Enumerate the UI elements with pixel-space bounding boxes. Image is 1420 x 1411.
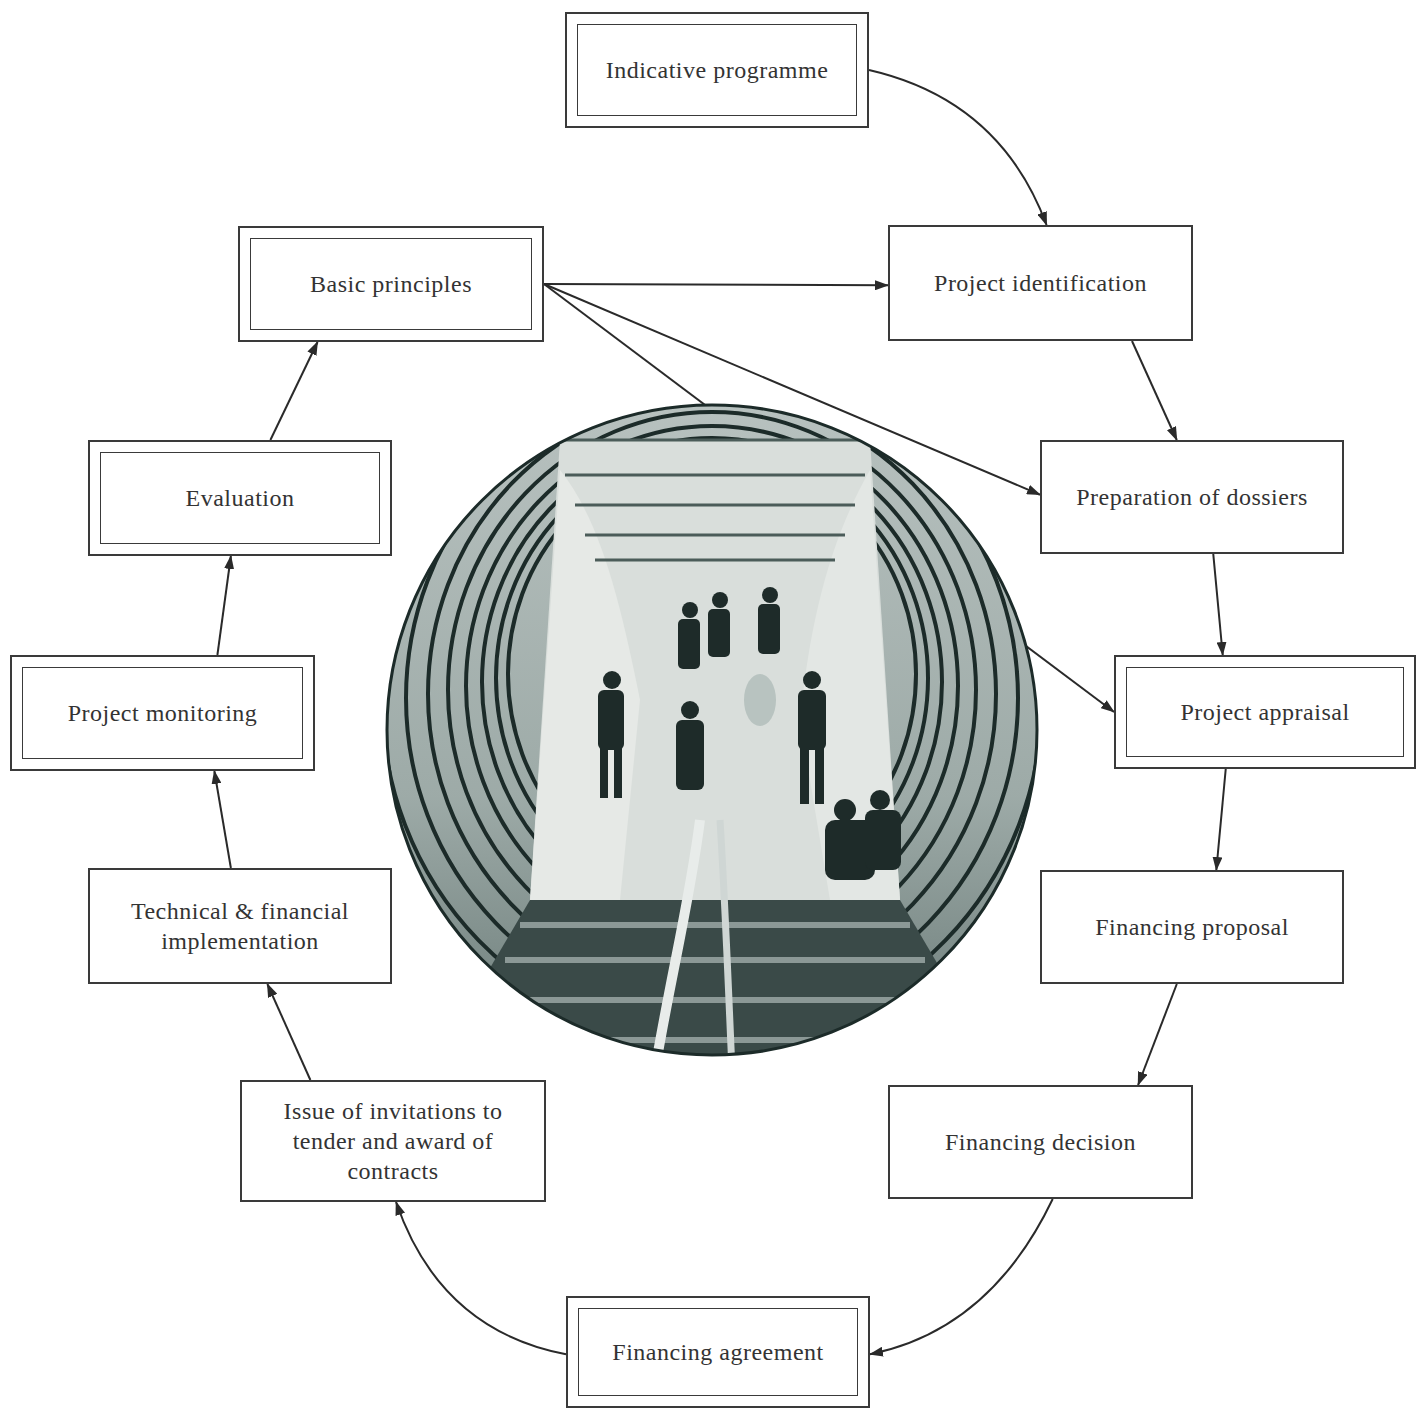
text-block: Project appraisal	[1180, 697, 1349, 727]
double-frame-box: Indicative programme	[565, 12, 869, 128]
text-block: Financing agreement	[612, 1337, 823, 1367]
text-block: Evaluation	[186, 483, 295, 513]
text-block: Basic principles	[310, 269, 472, 299]
double-frame-box: Project monitoring	[10, 655, 315, 771]
text-block: Project identification	[934, 268, 1147, 298]
flow-arrow	[1216, 769, 1225, 870]
box-label: Project appraisal	[1180, 697, 1349, 727]
double-frame-box: Project appraisal	[1114, 655, 1416, 769]
box-label: Basic principles	[310, 269, 472, 299]
box-label: Preparation of dossiers	[1076, 482, 1307, 512]
flow-arrow	[1132, 341, 1177, 440]
text-block: Technical & financial implementation	[110, 896, 370, 956]
flow-arrow	[214, 771, 231, 868]
box-label: Financing agreement	[612, 1337, 823, 1367]
text-block: Indicative programme	[606, 55, 829, 85]
process-box: Project identification	[888, 225, 1193, 341]
flow-arrow	[267, 984, 310, 1080]
double-frame-box: Financing agreement	[566, 1296, 870, 1408]
flow-arrow	[217, 556, 230, 655]
process-box: Financing decision	[888, 1085, 1193, 1199]
process-box: Preparation of dossiers	[1040, 440, 1344, 554]
text-block: Financing proposal	[1095, 912, 1289, 942]
double-frame-box: Evaluation	[88, 440, 392, 556]
process-box: Technical & financial implementation	[88, 868, 392, 984]
process-box: Issue of invitations to tender and award…	[240, 1080, 546, 1202]
box-label: Indicative programme	[606, 55, 829, 85]
box-label: Project monitoring	[68, 698, 258, 728]
flow-arrow	[870, 1199, 1053, 1354]
flow-arrow	[1138, 984, 1177, 1085]
double-frame-box: Basic principles	[238, 226, 544, 342]
box-label: Financing decision	[945, 1127, 1136, 1157]
flow-arrow	[1213, 554, 1222, 655]
box-label: Technical & financial implementation	[110, 896, 370, 956]
flow-arrow	[544, 284, 888, 285]
flow-arrow	[396, 1202, 566, 1354]
text-block: Preparation of dossiers	[1076, 482, 1307, 512]
box-label: Issue of invitations to tender and award…	[262, 1096, 524, 1186]
text-block: Issue of invitations to tender and award…	[262, 1096, 524, 1186]
flow-arrow	[270, 342, 317, 440]
text-block: Project monitoring	[68, 698, 258, 728]
text-block: Financing decision	[945, 1127, 1136, 1157]
photo-content	[380, 360, 1050, 1070]
box-label: Evaluation	[186, 483, 295, 513]
box-label: Financing proposal	[1095, 912, 1289, 942]
flow-arrow	[869, 70, 1047, 225]
process-box: Financing proposal	[1040, 870, 1344, 984]
box-label: Project identification	[934, 268, 1147, 298]
